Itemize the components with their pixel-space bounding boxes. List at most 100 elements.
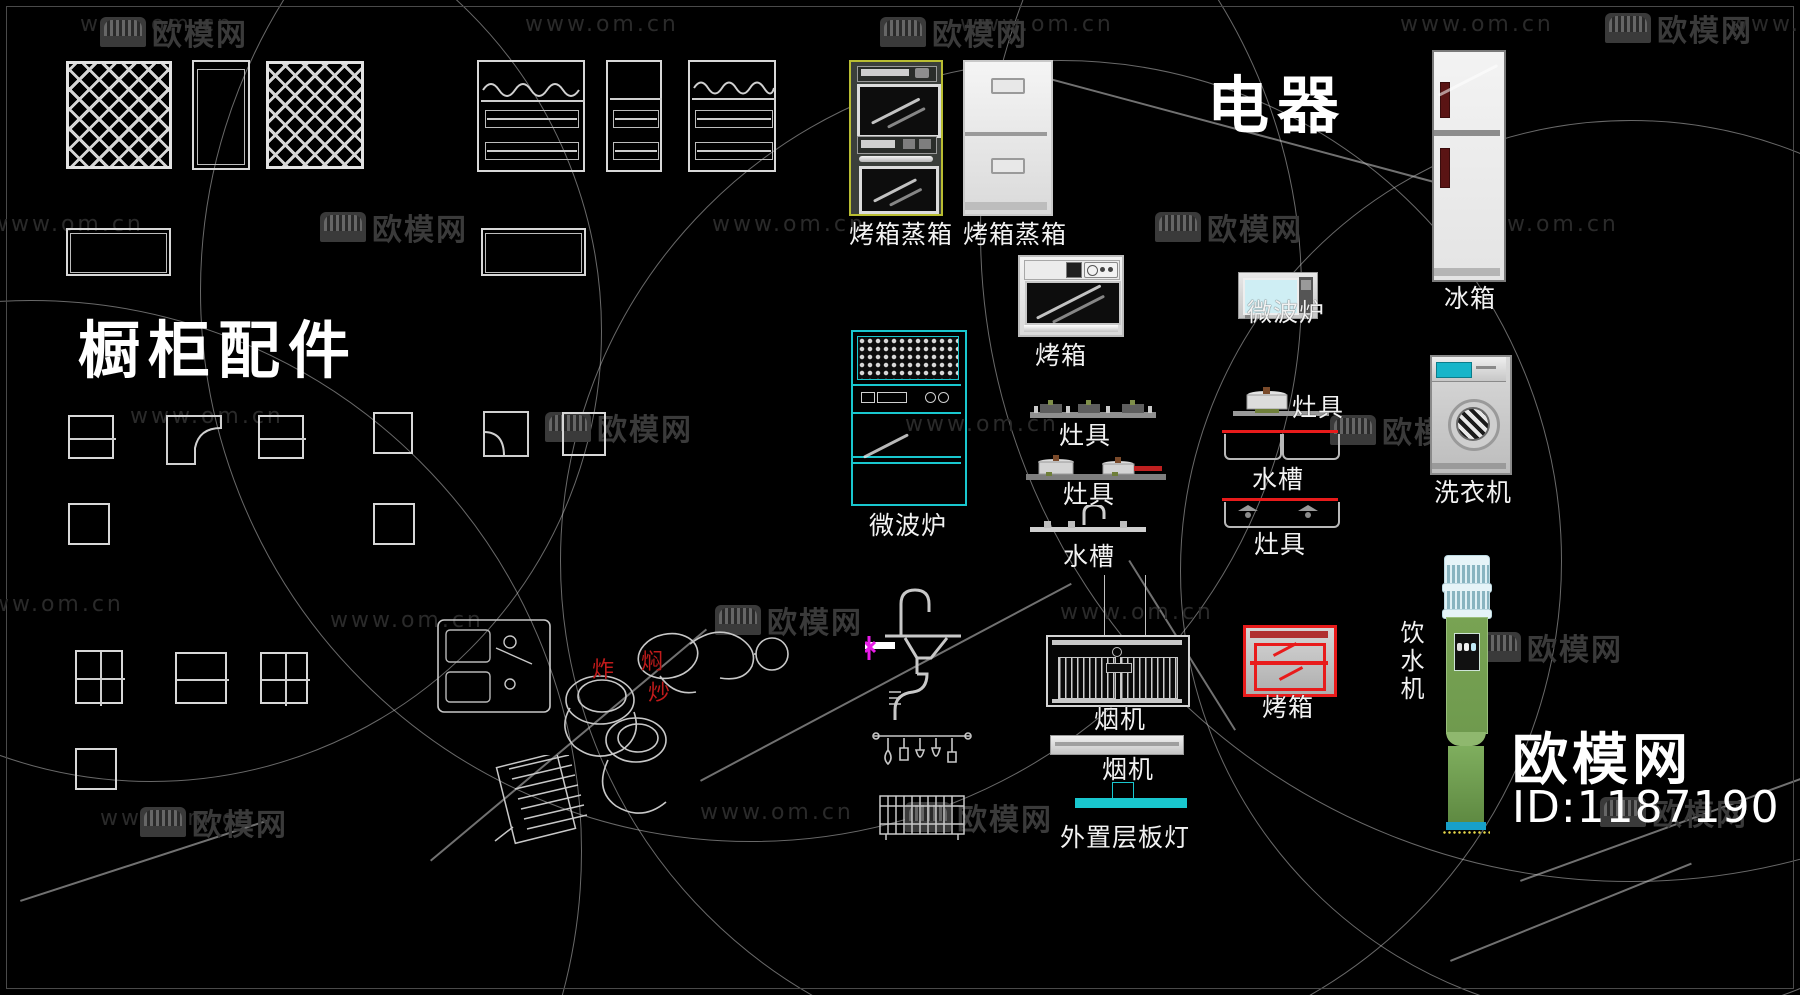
appliance-stove-2: [1026, 452, 1166, 486]
sofa-icon: [140, 807, 186, 837]
label-sink-2: 水槽: [1252, 465, 1305, 494]
cook-and-pan-icon: [564, 631, 789, 814]
watermark-url: www.om.cn: [1400, 12, 1554, 37]
sofa-icon: [1605, 13, 1651, 43]
appliance-range-hood-big: [1046, 635, 1190, 707]
appliance-oven-red: [1243, 625, 1337, 697]
label-wok-braise: 焖: [641, 650, 665, 675]
drawer-unit: [688, 60, 776, 172]
label-refrigerator: 冰箱: [1444, 284, 1497, 313]
label-microwave-1: 微波炉: [1247, 298, 1326, 327]
watermark-logo-text: 欧模网: [767, 606, 863, 641]
cabinet-shelf: [66, 228, 171, 276]
watermark-logo-text: 欧模网: [957, 803, 1053, 838]
watermark-logo: 欧模网: [880, 10, 1028, 54]
cabinet-fitting: [75, 748, 117, 790]
watermark-logo-text: 欧模网: [597, 413, 693, 448]
watermark-logo-text: 欧模网: [192, 808, 288, 843]
label-stove-1: 灶具: [1059, 421, 1112, 450]
appliance-refrigerator: [1432, 50, 1506, 282]
label-oven-steamer-1: 烤箱蒸箱: [849, 220, 954, 249]
shelf-light-bracket: [1112, 782, 1134, 800]
appliance-microwave-cyan-stack: [851, 330, 967, 506]
pot-on-hob-icon: [1233, 387, 1329, 416]
appliance-sink-2: [1222, 430, 1340, 460]
cabinet-fitting: [373, 503, 415, 545]
appliance-microwave-small: [1238, 272, 1318, 319]
grill-tray-icon: [494, 751, 588, 845]
appliance-washing-machine: [1430, 355, 1512, 475]
appliance-oven-steamer-2: [963, 60, 1053, 216]
label-stove-4: 灶具: [1254, 530, 1307, 559]
watermark-url: www.om.cn: [525, 12, 679, 37]
watermark-url: www.om.cn: [712, 212, 866, 237]
watermark-logo-text: 欧模网: [152, 18, 248, 53]
label-oven-2: 烤箱: [1262, 693, 1315, 722]
sofa-icon: [1330, 415, 1376, 445]
watermark-url: www.om.cn: [1060, 600, 1214, 625]
section-title-cabinet: 橱柜配件: [78, 314, 359, 387]
brand-watermark: 欧模网: [1512, 728, 1692, 793]
cabinet-fitting-grid: [75, 650, 125, 706]
sink-plan-icon: [437, 619, 551, 713]
dish-rack-icon: [879, 795, 965, 840]
sofa-icon: [715, 605, 761, 635]
appliance-sink-1: [1028, 503, 1148, 545]
cooking-figures-drawing: [540, 600, 840, 864]
faucet-trap-drawing: [863, 580, 985, 724]
cabinet-fitting: [258, 415, 306, 459]
cabinet-shelf-inner: [70, 233, 167, 273]
cabinet-fitting: [68, 503, 110, 545]
label-washing-machine: 洗衣机: [1434, 478, 1513, 507]
cabinet-fitting-curve: [482, 410, 530, 462]
cabinet-fitting-corner: [165, 414, 225, 470]
section-title-appliances: 电器: [1207, 69, 1348, 142]
watermark-logo-text: 欧模网: [372, 213, 468, 248]
watermark-logo-text: 欧模网: [1657, 14, 1753, 49]
label-sink-1: 水槽: [1063, 542, 1116, 571]
cabinet-fitting-grid: [175, 652, 229, 704]
sofa-icon: [880, 17, 926, 47]
wave-line: [693, 81, 775, 95]
watermark-logo: 欧模网: [1475, 625, 1623, 669]
appliance-stove-4: [1222, 498, 1340, 528]
drawer-unit-narrow: [606, 60, 662, 172]
cabinet-fitting: [373, 412, 413, 454]
appliance-range-hood-flat: [1050, 735, 1184, 755]
watermark-logo: 欧模网: [100, 10, 248, 54]
appliance-stove-3: [1233, 385, 1329, 425]
watermark-logo-text: 欧模网: [932, 18, 1028, 53]
watermark-logo: 欧模网: [545, 405, 693, 449]
grill-tray-drawing: [487, 751, 597, 854]
utensil-rail-drawing: [872, 728, 972, 784]
label-range-hood-2: 烟机: [1102, 755, 1155, 784]
label-range-hood-1: 烟机: [1094, 705, 1147, 734]
label-stove-2: 灶具: [1063, 480, 1116, 509]
cabinet-panel: [192, 60, 250, 170]
utensil-rail-icon: [872, 732, 972, 766]
drawing-border: [6, 6, 1794, 989]
label-oven-steamer-2: 烤箱蒸箱: [963, 220, 1068, 249]
label-shelf-light: 外置层板灯: [1060, 823, 1191, 852]
lattice-panel: [66, 61, 172, 169]
watermark-logo-text: 欧模网: [1527, 633, 1623, 668]
label-water-dispenser: 饮水机: [1396, 620, 1424, 704]
sofa-icon: [100, 17, 146, 47]
pipe-marker: [865, 642, 895, 649]
gas-hob-icon: [1030, 400, 1156, 418]
sofa-icon: [320, 212, 366, 242]
cabinet-fitting-grid: [260, 652, 310, 706]
cabinet-shelf: [481, 228, 586, 276]
watermark-url: www.om.cn: [0, 592, 124, 617]
sofa-icon: [545, 412, 591, 442]
watermark-logo-text: 欧模网: [1652, 798, 1748, 833]
lattice-panel: [266, 61, 364, 169]
appliance-oven-single: [1018, 255, 1124, 337]
wave-line: [482, 83, 580, 97]
label-wok-stirfry: 炒: [648, 681, 672, 706]
burner-glyph-icon: [1238, 505, 1318, 518]
watermark-url: www.om.cn: [1730, 12, 1800, 37]
watermark-logo: 欧模网: [1605, 6, 1753, 50]
appliance-oven-steamer-column: [849, 60, 943, 216]
